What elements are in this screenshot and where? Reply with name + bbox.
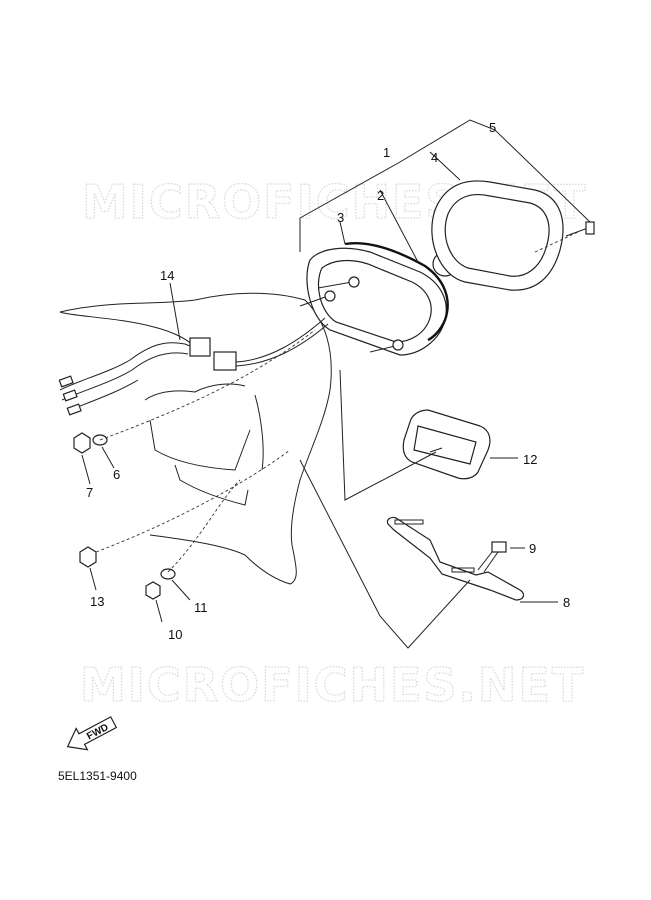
callout-leaders xyxy=(81,119,591,623)
callout-9: 9 xyxy=(529,541,536,556)
callout-3: 3 xyxy=(337,210,344,225)
assembly-lines xyxy=(95,329,471,649)
callout-6: 6 xyxy=(113,467,120,482)
license-bracket xyxy=(386,516,525,601)
nut-7 xyxy=(73,432,91,454)
callout-13: 13 xyxy=(90,594,104,609)
callout-4: 4 xyxy=(431,150,438,165)
outer-lens xyxy=(431,180,564,291)
callout-7: 7 xyxy=(86,485,93,500)
stud-bolts xyxy=(299,276,404,353)
diagram-code: 5EL1351-9400 xyxy=(58,769,137,783)
flange-bolt xyxy=(477,541,507,573)
callout-5: 5 xyxy=(489,120,496,135)
callout-1: 1 xyxy=(383,145,390,160)
wire-harness xyxy=(58,317,329,416)
fwd-arrow-icon: FWD xyxy=(66,716,118,751)
tail-light-housing xyxy=(299,242,458,356)
callout-8: 8 xyxy=(563,595,570,610)
callout-11: 11 xyxy=(194,600,208,615)
callout-10: 10 xyxy=(168,627,182,642)
nut-10 xyxy=(145,581,161,600)
nut-13 xyxy=(79,546,97,568)
callout-14: 14 xyxy=(160,268,174,283)
rear-fender xyxy=(59,292,332,585)
callout-12: 12 xyxy=(523,452,537,467)
watermark-bottom: MICROFICHES.NET xyxy=(80,658,585,712)
callouts: 1 2 3 4 5 7 6 8 9 10 11 12 13 14 xyxy=(86,120,570,642)
callout-2: 2 xyxy=(377,188,384,203)
fwd-label: FWD xyxy=(85,722,110,742)
washer-11 xyxy=(160,568,176,580)
reflector xyxy=(402,409,491,480)
hardware-fasteners xyxy=(73,432,176,600)
